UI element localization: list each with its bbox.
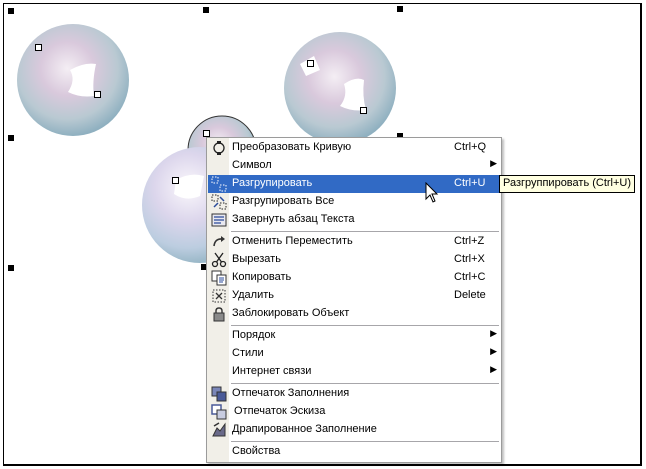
- node-handle[interactable]: [94, 91, 101, 98]
- menu-item-copy-outline[interactable]: Отпечаток Эскиза: [208, 403, 500, 421]
- submenu-arrow-icon: ▶: [490, 364, 497, 374]
- ungroup-icon: [211, 176, 227, 192]
- menu-item-cut[interactable]: Вырезать Ctrl+X: [208, 251, 500, 269]
- menu-item-label: Удалить: [232, 289, 274, 301]
- menu-item-ungroup[interactable]: Разгрупировать Ctrl+U: [208, 175, 500, 193]
- menu-separator: [231, 231, 499, 232]
- context-menu: Преобразовать Кривую Ctrl+Q Символ ▶ Раз…: [206, 137, 502, 463]
- node-handle[interactable]: [203, 130, 210, 137]
- menu-separator: [231, 325, 499, 326]
- menu-item-shortcut: Ctrl+X: [454, 253, 485, 265]
- menu-item-label: Преобразовать Кривую: [232, 141, 352, 153]
- menu-item-drape-fill[interactable]: Драпированное Заполнение: [208, 421, 500, 439]
- menu-item-symbol[interactable]: Символ ▶: [208, 157, 500, 175]
- menu-item-shortcut: Ctrl+C: [454, 271, 486, 283]
- menu-item-convert-curve[interactable]: Преобразовать Кривую Ctrl+Q: [208, 139, 500, 157]
- menu-item-label: Копировать: [232, 271, 292, 283]
- ungroup-tooltip: Разгруппировать (Ctrl+U): [499, 175, 636, 193]
- menu-item-delete[interactable]: Удалить Delete: [208, 287, 500, 305]
- menu-item-label: Отменить Переместить: [232, 235, 353, 247]
- menu-item-wrap-paragraph[interactable]: Завернуть абзац Текста: [208, 211, 500, 229]
- menu-item-shortcut: Ctrl+Z: [454, 235, 485, 247]
- copy-fill-icon: [211, 386, 227, 402]
- menu-item-shortcut: Delete: [454, 289, 486, 301]
- menu-item-shortcut: Ctrl+Q: [454, 141, 487, 153]
- selection-handle[interactable]: [8, 265, 14, 271]
- menu-item-ungroup-all[interactable]: Разгрупировать Все: [208, 193, 500, 211]
- submenu-arrow-icon: ▶: [490, 328, 497, 338]
- copy-outline-icon: [211, 404, 227, 420]
- menu-item-copy-fill[interactable]: Отпечаток Заполнения: [208, 385, 500, 403]
- menu-item-label: Вырезать: [232, 253, 281, 265]
- bubble-top-left[interactable]: [17, 24, 129, 136]
- menu-item-order[interactable]: Порядок ▶: [208, 327, 500, 345]
- menu-item-label: Символ: [232, 159, 272, 171]
- menu-item-label: Отпечаток Заполнения: [232, 387, 350, 399]
- node-handle[interactable]: [307, 60, 314, 67]
- menu-item-label: Разгрупировать: [232, 177, 313, 189]
- lock-icon: [213, 307, 225, 322]
- selection-handle[interactable]: [8, 135, 14, 141]
- node-handle[interactable]: [360, 107, 367, 114]
- menu-item-label: Стили: [232, 347, 264, 359]
- delete-icon: [212, 289, 226, 303]
- copy-icon: [211, 270, 227, 286]
- menu-item-lock-object[interactable]: Заблокировать Объект: [208, 305, 500, 323]
- drape-fill-icon: [212, 422, 226, 437]
- node-handle[interactable]: [172, 177, 179, 184]
- ungroup-all-icon: [211, 194, 227, 210]
- menu-item-label: Свойства: [232, 445, 281, 457]
- convert-curve-icon: [213, 141, 225, 155]
- menu-separator: [231, 383, 499, 384]
- selection-handle[interactable]: [8, 8, 14, 14]
- menu-item-label: Завернуть абзац Текста: [232, 213, 355, 225]
- menu-item-label: Интернет связи: [232, 365, 312, 377]
- selection-handle[interactable]: [201, 264, 207, 270]
- submenu-arrow-icon: ▶: [490, 346, 497, 356]
- menu-item-undo-move[interactable]: Отменить Переместить Ctrl+Z: [208, 233, 500, 251]
- submenu-arrow-icon: ▶: [490, 158, 497, 168]
- selection-handle[interactable]: [397, 6, 403, 12]
- menu-item-shortcut: Ctrl+U: [454, 177, 486, 189]
- menu-item-label: Заблокировать Объект: [232, 307, 350, 319]
- menu-item-label: Отпечаток Эскиза: [234, 405, 326, 417]
- menu-item-label: Разгрупировать Все: [232, 195, 335, 207]
- bubble-top-right[interactable]: [284, 32, 396, 144]
- cut-icon: [211, 252, 227, 268]
- menu-item-styles[interactable]: Стили ▶: [208, 345, 500, 363]
- mouse-cursor-icon: [425, 182, 439, 203]
- node-handle[interactable]: [35, 44, 42, 51]
- menu-item-properties[interactable]: Свойства: [208, 443, 500, 461]
- menu-item-label: Драпированное Заполнение: [232, 423, 377, 435]
- wrap-paragraph-icon: [211, 213, 227, 227]
- menu-separator: [231, 441, 499, 442]
- menu-item-internet-links[interactable]: Интернет связи ▶: [208, 363, 500, 381]
- selection-handle[interactable]: [397, 133, 403, 139]
- undo-icon: [213, 236, 225, 247]
- menu-item-copy[interactable]: Копировать Ctrl+C: [208, 269, 500, 287]
- menu-item-label: Порядок: [232, 329, 276, 341]
- selection-handle[interactable]: [203, 7, 209, 13]
